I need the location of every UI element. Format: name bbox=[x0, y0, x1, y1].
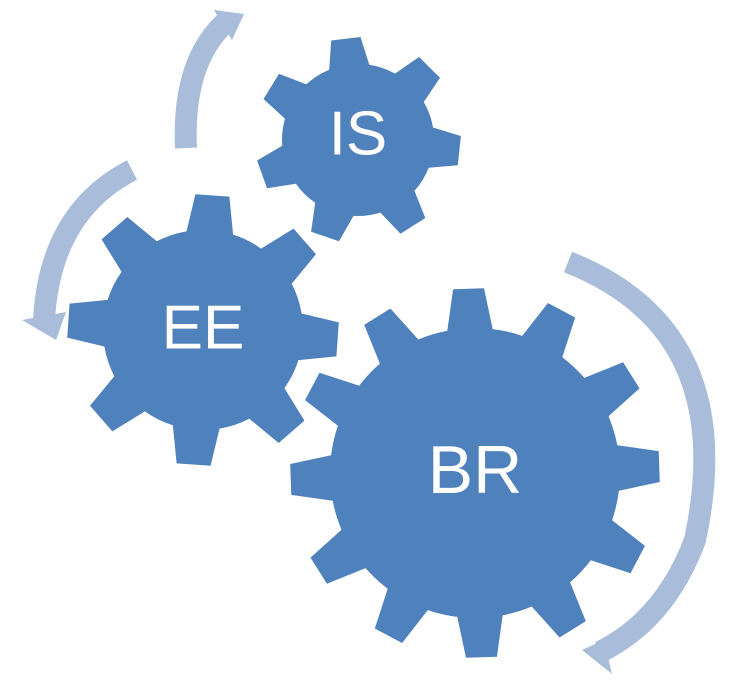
left-arrow-head bbox=[22, 312, 66, 340]
gear-is-shape bbox=[257, 37, 461, 242]
gears-layer: IS EE BR bbox=[67, 37, 660, 658]
gear-ee: EE bbox=[67, 194, 339, 466]
gear-ee-shape bbox=[67, 194, 339, 466]
arrows-layer bbox=[22, 10, 716, 674]
right-arrow-body bbox=[563, 251, 716, 662]
gear-is: IS bbox=[257, 37, 461, 242]
top-left-arrow-head bbox=[214, 10, 244, 40]
gear-ee-label: EE bbox=[162, 293, 245, 362]
gear-br: BR bbox=[290, 288, 660, 658]
top-left-arrow bbox=[174, 10, 244, 149]
top-left-arrow-body bbox=[174, 11, 236, 149]
right-arrow-head bbox=[582, 640, 612, 674]
gear-br-shape bbox=[290, 288, 660, 658]
left-arrow-body bbox=[33, 160, 138, 321]
right-arrow bbox=[563, 251, 716, 674]
gear-is-label: IS bbox=[329, 99, 388, 168]
left-arrow bbox=[22, 160, 138, 340]
gear-br-label: BR bbox=[428, 432, 522, 508]
